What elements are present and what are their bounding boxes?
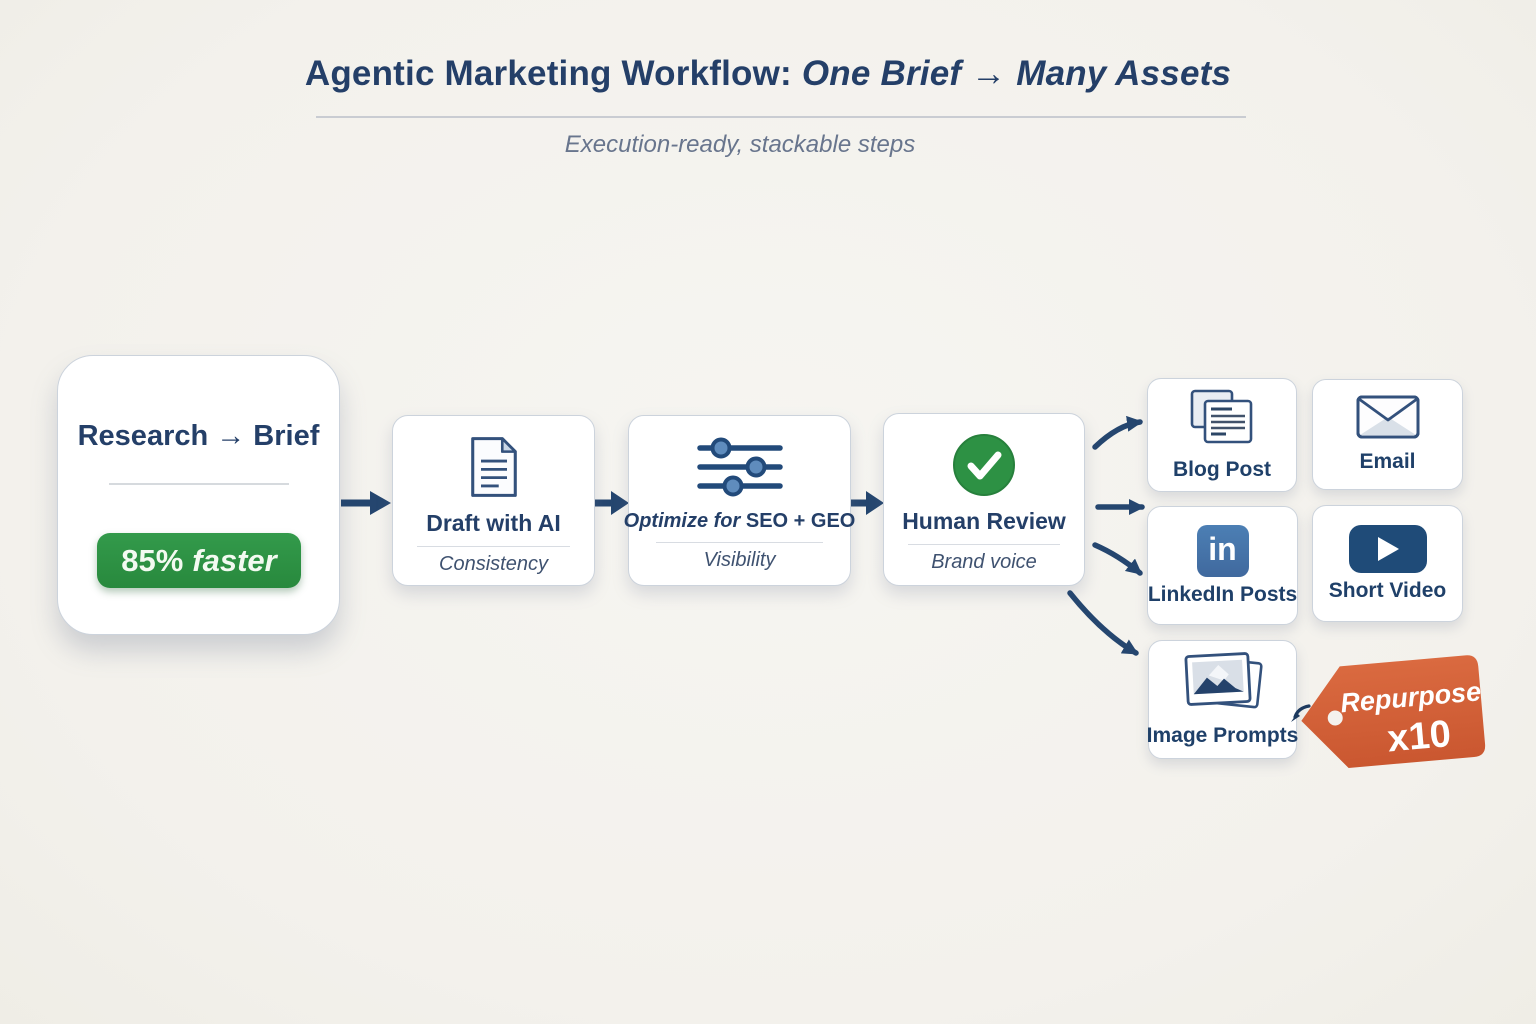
step-title: Optimize for SEO + GEO	[624, 510, 856, 533]
output-label: Blog Post	[1173, 457, 1271, 481]
title-main: Agentic Marketing Workflow:	[304, 54, 792, 93]
step-caption: Visibility	[703, 549, 776, 572]
image-prompts-card: Image Prompts	[1146, 640, 1299, 759]
step-caption: Consistency	[439, 553, 548, 576]
page-title: Agentic Marketing Workflow:One Brief → M…	[0, 54, 1536, 94]
blog-pages-icon	[1190, 389, 1254, 452]
output-label: LinkedIn Posts	[1147, 582, 1298, 606]
research-brief-card: Research → Brief 85% faster	[57, 355, 340, 635]
badge-label: faster	[192, 542, 277, 578]
linkedin-posts-card: in LinkedIn Posts	[1147, 506, 1298, 625]
page-subtitle: Execution-ready, stackable steps	[564, 131, 916, 158]
linkedin-glyph: in	[1208, 530, 1237, 567]
card-divider	[417, 546, 570, 548]
step-title: Human Review	[902, 508, 1066, 534]
blog-post-card: Blog Post	[1147, 378, 1297, 492]
title-accent: One Brief → Many Assets	[801, 54, 1232, 93]
badge-value: 85%	[121, 542, 184, 578]
output-label: Email	[1359, 450, 1416, 473]
play-icon	[1348, 524, 1427, 573]
linkedin-icon: in	[1196, 524, 1249, 577]
output-label: Short Video	[1328, 578, 1447, 602]
step-title-tail: SEO + GEO	[745, 510, 856, 532]
research-brief-title: Research → Brief	[77, 420, 320, 452]
optimize-seo-geo-card: Optimize for SEO + GEO Visibility	[624, 415, 855, 586]
step-title: Draft with AI	[426, 510, 561, 536]
document-icon	[468, 424, 520, 510]
image-stack-icon	[1183, 651, 1263, 718]
step-title-lead: Optimize for	[623, 510, 741, 532]
envelope-icon	[1356, 395, 1420, 444]
email-card: Email	[1312, 379, 1463, 490]
draft-with-ai-card: Draft with AI Consistency	[392, 415, 595, 586]
card-divider	[655, 542, 824, 544]
fanout-arrows	[1067, 415, 1145, 656]
tag-line2: x10	[1386, 713, 1453, 760]
check-circle-icon	[952, 422, 1016, 508]
output-label: Image Prompts	[1146, 724, 1299, 747]
card-divider	[908, 544, 1060, 546]
repurpose-tag: Repurpose x10	[1293, 648, 1490, 778]
title-divider	[316, 116, 1246, 118]
sliders-icon	[696, 424, 784, 510]
flow-arrow-3	[851, 491, 884, 515]
short-video-card: Short Video	[1312, 505, 1463, 622]
flow-arrow-2	[595, 491, 629, 515]
card-divider	[108, 483, 289, 485]
flow-arrow-1	[341, 491, 391, 515]
human-review-card: Human Review Brand voice	[883, 413, 1085, 586]
tag-connector-arrow	[1291, 704, 1311, 722]
step-caption: Brand voice	[931, 551, 1037, 574]
faster-badge: 85% faster	[97, 533, 301, 588]
